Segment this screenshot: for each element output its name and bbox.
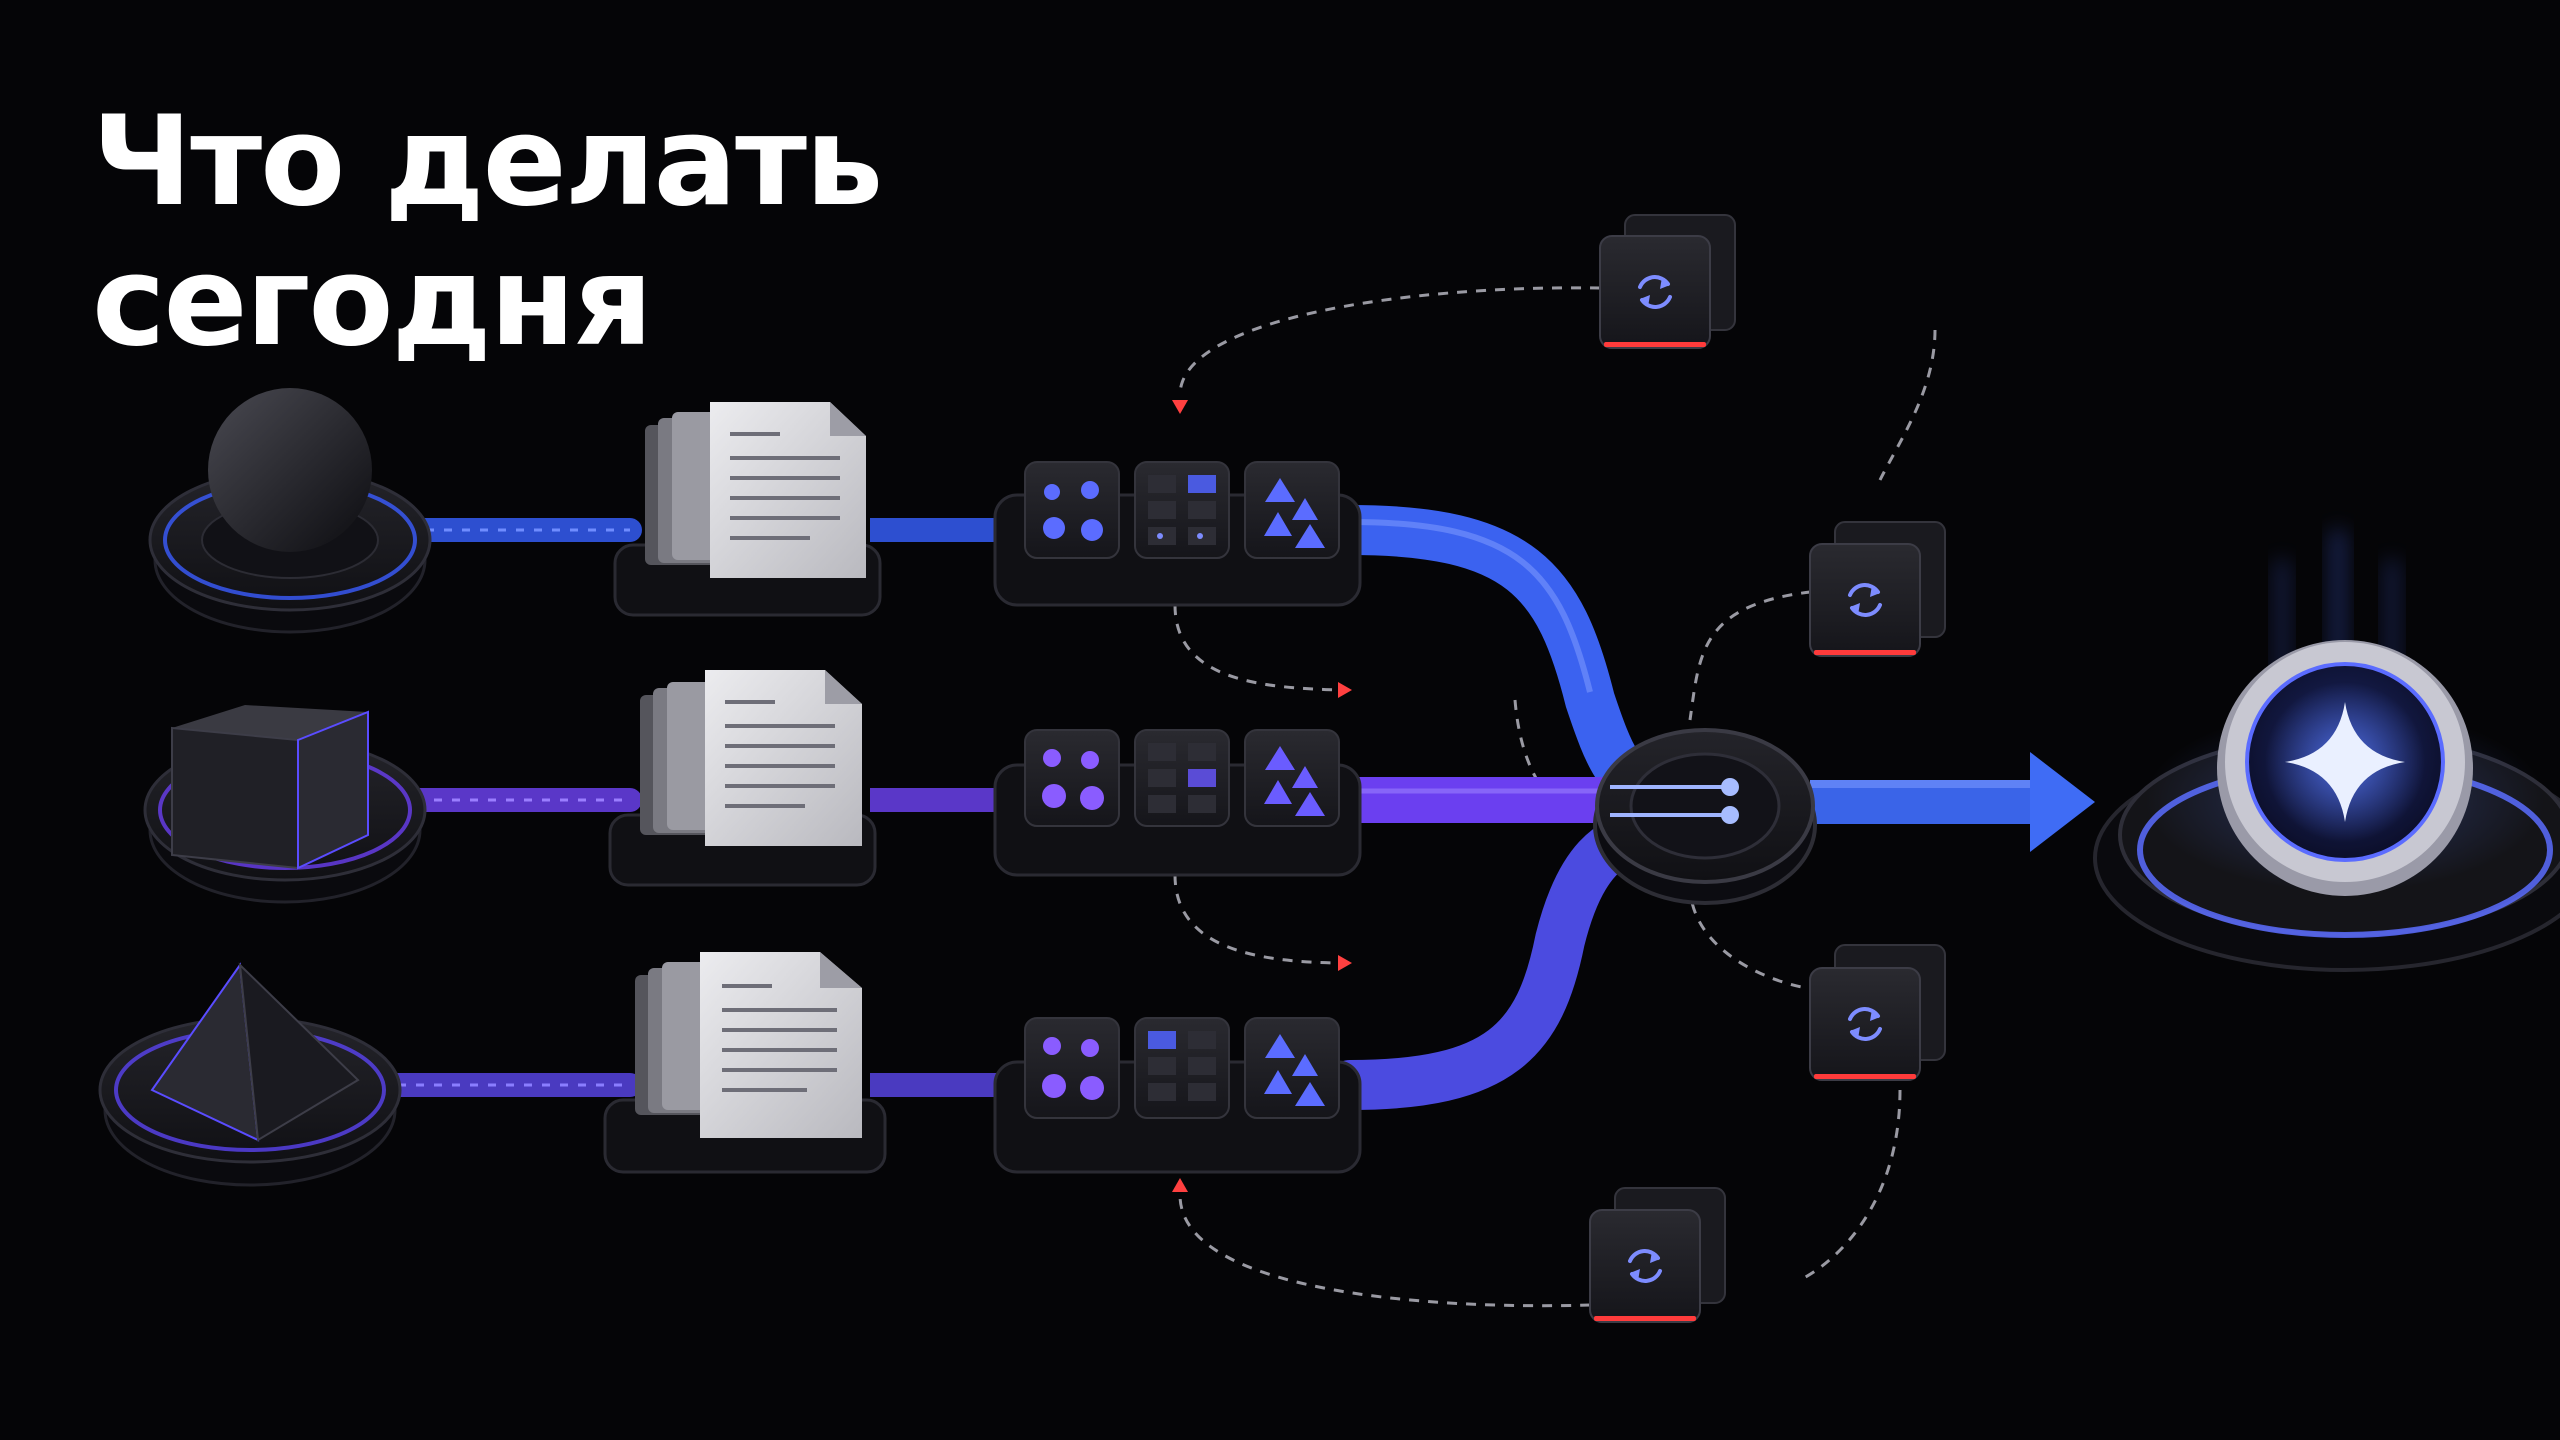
pyramid-icon	[150, 962, 360, 1142]
sphere-icon	[208, 388, 372, 552]
title-line-1: Что делать	[92, 90, 883, 234]
tiles-row-3	[993, 1017, 1362, 1174]
page-title: Что делать сегодня	[92, 90, 883, 374]
documents-row-3	[603, 952, 887, 1174]
documents-row-1	[613, 402, 882, 617]
merge-hub	[1593, 728, 1817, 905]
cube-icon	[171, 705, 369, 870]
refresh-card-2	[1809, 521, 1946, 657]
documents-stack-icon	[710, 402, 866, 578]
track-3	[278, 805, 1675, 1110]
grid-tile-icon	[1134, 461, 1230, 559]
documents-row-2	[608, 670, 877, 887]
circles-tile-icon	[1024, 461, 1120, 559]
refresh-card-1	[1599, 214, 1736, 349]
merge-hub-icon	[1721, 778, 1739, 796]
arrow-right-icon	[2030, 752, 2095, 852]
output-arrow	[1810, 752, 2095, 852]
loop-arrowheads	[1172, 400, 1352, 1192]
triangles-tile-icon	[1244, 461, 1340, 559]
refresh-card-4	[1589, 1187, 1726, 1323]
track-1	[288, 505, 1675, 815]
title-line-2: сегодня	[92, 230, 653, 374]
feedback-loops	[1173, 286, 1937, 1308]
track-2	[278, 777, 1610, 823]
tiles-row-1	[993, 461, 1362, 607]
source-sphere	[148, 388, 432, 634]
star-icon	[2285, 702, 2405, 822]
refresh-card-3	[1809, 944, 1946, 1081]
source-pyramid	[98, 962, 402, 1187]
result-node	[2093, 530, 2560, 972]
tiles-row-2	[993, 729, 1362, 877]
source-cube	[143, 705, 427, 904]
